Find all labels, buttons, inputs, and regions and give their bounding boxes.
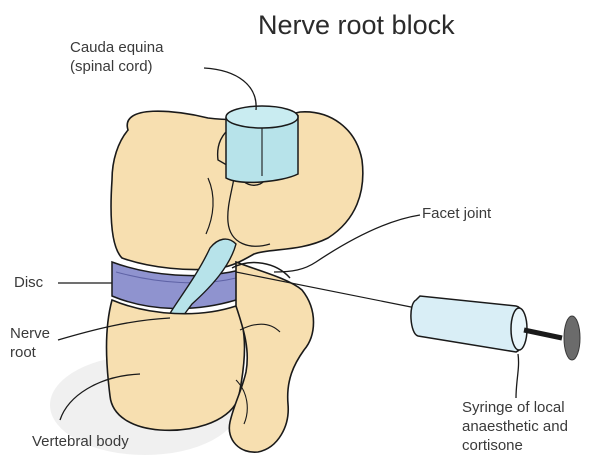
leader-cauda bbox=[204, 68, 256, 110]
label-cauda-equina: Cauda equina (spinal cord) bbox=[70, 38, 163, 76]
label-nerve-line2: root bbox=[10, 343, 50, 362]
label-nerve-root: Nerve root bbox=[10, 324, 50, 362]
leader-syringe bbox=[516, 354, 519, 398]
label-cauda-line1: Cauda equina bbox=[70, 38, 163, 57]
syringe-icon bbox=[411, 296, 580, 360]
label-syringe-line1: Syringe of local bbox=[462, 398, 568, 417]
label-facet-joint: Facet joint bbox=[422, 204, 491, 223]
lower-vertebral-body bbox=[107, 300, 245, 430]
label-cauda-line2: (spinal cord) bbox=[70, 57, 163, 76]
diagram-title: Nerve root block bbox=[258, 8, 455, 42]
label-vertebral-body: Vertebral body bbox=[32, 432, 129, 451]
label-syringe-line3: cortisone bbox=[462, 436, 568, 455]
label-syringe-line2: anaesthetic and bbox=[462, 417, 568, 436]
label-syringe: Syringe of local anaesthetic and cortiso… bbox=[462, 398, 568, 455]
label-nerve-line1: Nerve bbox=[10, 324, 50, 343]
label-disc: Disc bbox=[14, 273, 43, 292]
cauda-equina-top bbox=[226, 106, 298, 128]
